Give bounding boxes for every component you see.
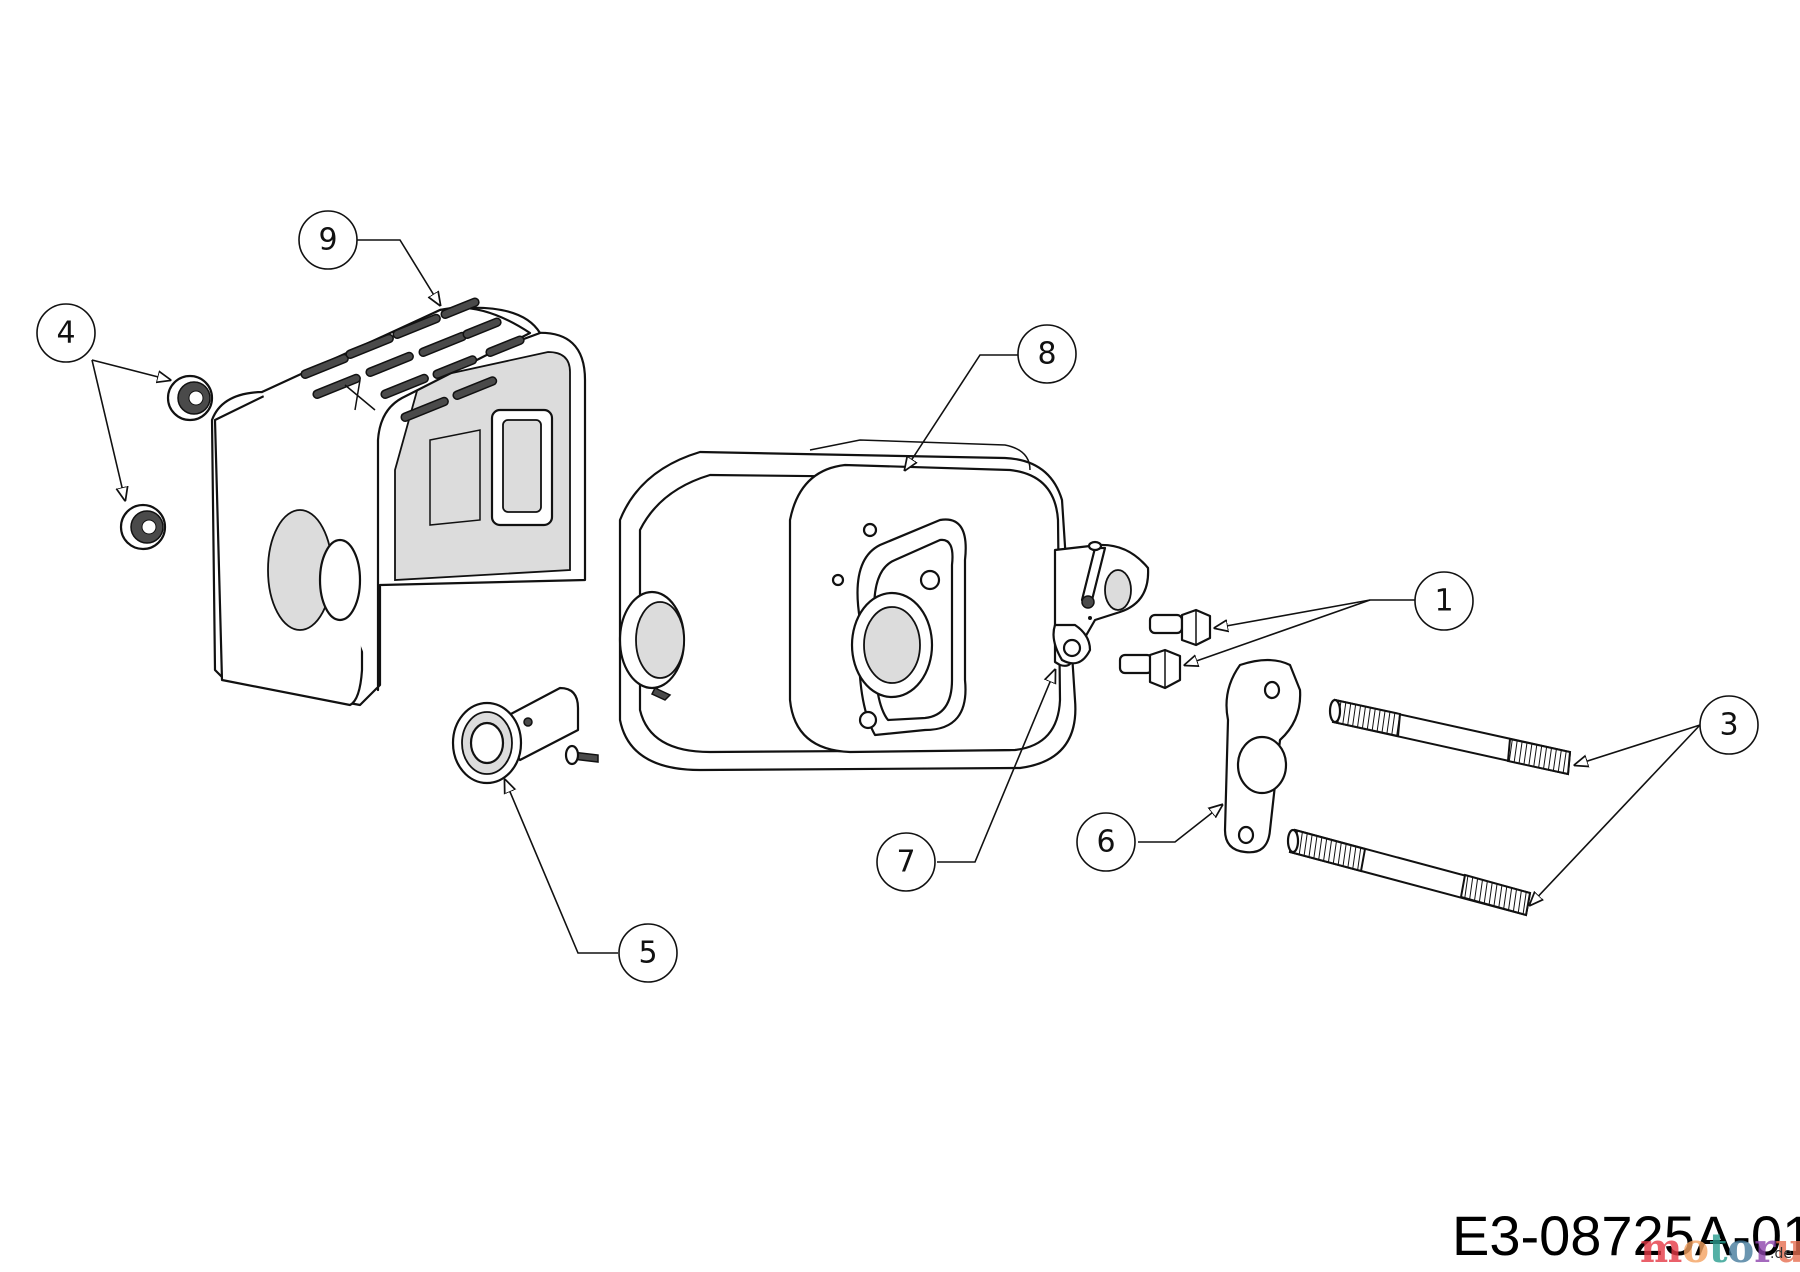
bolt-upper-part [1148, 608, 1212, 647]
callout-5: 5 [618, 923, 678, 983]
tailpipe-part [451, 686, 580, 785]
leader-1b [1185, 599, 1371, 665]
watermark-letter: r [1754, 1225, 1776, 1272]
svg-text:9: 9 [318, 223, 337, 258]
watermark-letter: m [1640, 1225, 1682, 1272]
svg-text:1: 1 [1434, 584, 1453, 619]
stud-upper-part [1328, 698, 1572, 776]
nut-upper-part [166, 374, 214, 422]
svg-text:motoruf: motoruf [1640, 1225, 1800, 1272]
leader-lines [91, 239, 1701, 954]
heat-shield-part [210, 297, 587, 707]
leader-4a [91, 359, 170, 380]
leader-7 [937, 670, 1055, 863]
svg-text:4: 4 [56, 316, 75, 351]
svg-text:5: 5 [638, 936, 657, 971]
callout-1: 1 [1414, 571, 1474, 631]
leader-6 [1138, 805, 1222, 843]
watermark-letter: u [1775, 1225, 1800, 1272]
callout-8: 8 [1017, 324, 1077, 384]
gasket-part [1223, 658, 1302, 854]
leader-9 [357, 239, 440, 305]
leader-4b [91, 359, 125, 500]
svg-text:8: 8 [1037, 337, 1056, 372]
nut-lower-part [119, 503, 167, 551]
stud-lower-part [1286, 828, 1532, 917]
callout-4: 4 [36, 303, 96, 363]
leader-3a [1575, 724, 1701, 765]
muffler-part [618, 439, 1077, 772]
drawing-code: E3-08725A-01 [1452, 1204, 1800, 1267]
leader-1a [1215, 599, 1415, 628]
watermark-letter: o [1728, 1225, 1755, 1272]
leader-8 [905, 354, 1018, 470]
leader-3b [1530, 724, 1701, 905]
watermark-letter: t [1709, 1225, 1728, 1272]
svg-text:7: 7 [896, 845, 915, 880]
callout-9: 9 [298, 210, 358, 270]
screw-part [564, 744, 599, 766]
bolt-lower-part [1118, 648, 1182, 690]
callout-7: 7 [876, 832, 936, 892]
svg-text:3: 3 [1719, 708, 1738, 743]
bracket-part [1052, 540, 1150, 667]
svg-text:6: 6 [1096, 825, 1115, 860]
leader-5 [505, 780, 618, 954]
svg-text:.de: .de [1770, 1246, 1792, 1262]
motoruf-watermark-logo: motoruf .de [1640, 1225, 1800, 1272]
watermark-letter: o [1682, 1225, 1709, 1272]
callout-6: 6 [1076, 812, 1136, 872]
callout-3: 3 [1699, 695, 1759, 755]
